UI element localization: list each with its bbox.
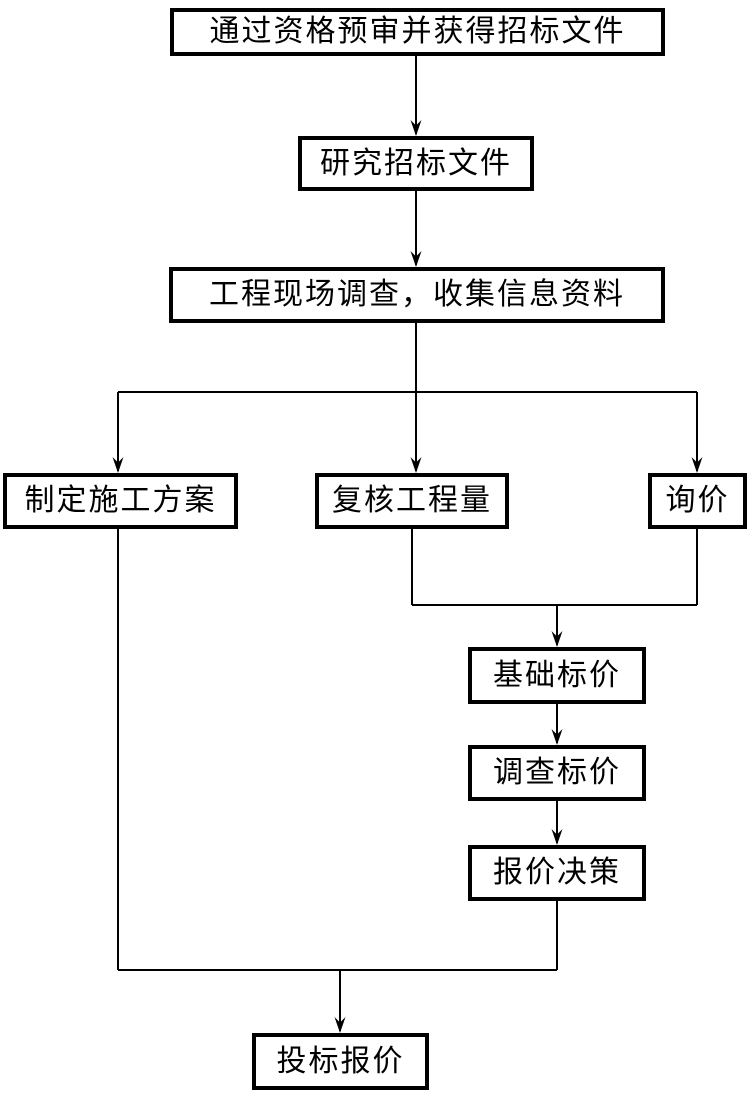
- flow-node-construction-plan: 制定施工方案: [3, 473, 238, 529]
- flow-node-study-documents: 研究招标文件: [298, 136, 534, 191]
- flow-node-base-price: 基础标价: [468, 647, 646, 704]
- flow-node-bid-quotation: 投标报价: [252, 1033, 429, 1090]
- flow-node-quotation-decision: 报价决策: [468, 845, 646, 901]
- flow-node-verify-quantities: 复核工程量: [315, 473, 509, 529]
- flow-node-prequalification: 通过资格预审并获得招标文件: [170, 8, 665, 56]
- flow-node-site-survey: 工程现场调查，收集信息资料: [169, 267, 665, 323]
- flow-node-survey-price: 调查标价: [468, 745, 646, 801]
- flow-node-inquiry: 询价: [648, 473, 747, 529]
